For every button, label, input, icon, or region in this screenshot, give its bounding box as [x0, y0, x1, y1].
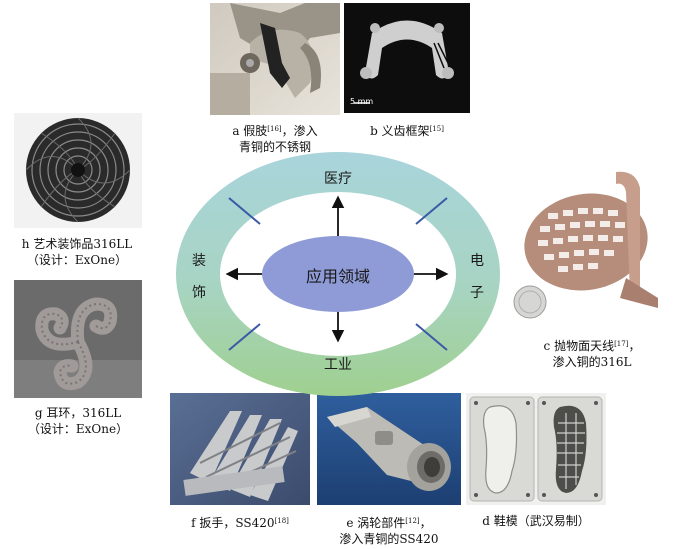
sector-bottom-label: 工业	[324, 357, 352, 373]
sector-top-label: 医疗	[324, 171, 352, 187]
caption-f: f 扳手，SS420[18]	[170, 513, 310, 531]
caption-a-text: a 假肢	[232, 124, 268, 138]
center-label: 应用领域	[306, 267, 371, 286]
caption-e-text-post: ，	[419, 516, 432, 530]
photo-wrench	[170, 393, 310, 505]
caption-h: h 艺术装饰品316LL （设计：ExOne）	[2, 236, 152, 268]
caption-c: c 抛物面天线[17]， 渗入铜的316L	[512, 336, 672, 370]
photo-earring	[14, 280, 142, 398]
photo-parabolic-antenna	[508, 168, 674, 328]
caption-a-text-post: ，渗入	[281, 124, 318, 138]
caption-a: a 假肢[16]，渗入 青铜的不锈钢	[210, 121, 340, 155]
divider-bottom-right	[415, 323, 448, 351]
caption-g: g 耳环，316LL （设计：ExOne）	[8, 405, 148, 437]
center-ellipse	[262, 236, 414, 312]
divider-bottom-left	[228, 323, 261, 351]
caption-d-text: d 鞋模（武汉易制）	[482, 514, 590, 528]
sector-right-label-1: 电	[470, 253, 484, 269]
photo-art-ornament	[14, 113, 142, 228]
caption-f-ref: [18]	[274, 517, 289, 525]
caption-b: b 义齿框架[15]	[344, 121, 470, 139]
caption-g-line1: g 耳环，316LL	[34, 406, 122, 420]
divider-top-right	[415, 197, 448, 225]
photo-prosthetic	[210, 3, 340, 115]
divider-top-left	[228, 197, 261, 225]
photo-turbine-part	[317, 393, 461, 505]
caption-c-text: c 抛物面天线	[543, 339, 615, 353]
caption-c-text-post: ，	[628, 339, 641, 353]
caption-h-line2: （设计：ExOne）	[26, 253, 128, 267]
sector-left-label-2: 饰	[192, 285, 206, 301]
caption-d: d 鞋模（武汉易制）	[466, 513, 606, 529]
caption-e-line2: 渗入青铜的SS420	[339, 532, 439, 546]
photo-denture-framework: 5 mm	[344, 3, 470, 113]
sector-left-label-1: 装	[192, 253, 206, 269]
caption-b-text: b 义齿框架	[370, 124, 430, 138]
application-fields-diagram: 应用领域 医疗 工业 电 子 装 饰	[174, 150, 502, 400]
caption-f-text: f 扳手，SS420	[191, 516, 275, 530]
caption-c-line2: 渗入铜的316L	[552, 355, 632, 369]
caption-c-ref: [17]	[614, 340, 629, 348]
scale-bar-label: 5 mm	[350, 97, 374, 106]
caption-a-ref: [16]	[267, 125, 282, 133]
photo-shoe-mold	[466, 393, 606, 505]
caption-a-line2: 青铜的不锈钢	[238, 140, 311, 154]
caption-e: e 涡轮部件[12]， 渗入青铜的SS420	[317, 513, 461, 547]
sector-right-label-2: 子	[470, 285, 484, 301]
caption-h-line1: h 艺术装饰品316LL	[21, 237, 133, 251]
caption-b-ref: [15]	[429, 125, 444, 133]
caption-e-text: e 涡轮部件	[346, 516, 406, 530]
caption-g-line2: （设计：ExOne）	[27, 422, 129, 436]
caption-e-ref: [12]	[405, 517, 420, 525]
